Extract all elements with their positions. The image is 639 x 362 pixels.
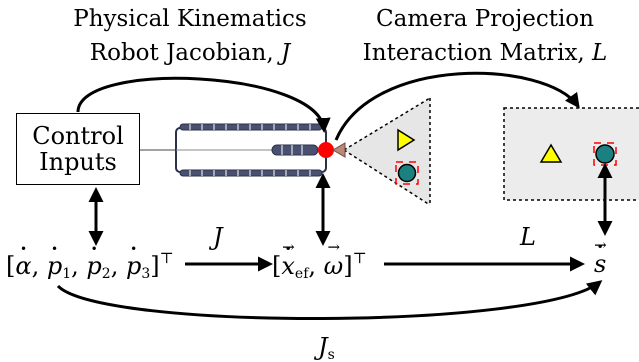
s-dot: s xyxy=(594,252,606,276)
label-Js-sub: s xyxy=(327,347,335,362)
control-inputs-line1: Control xyxy=(32,121,124,150)
p3-sub: 3 xyxy=(141,266,151,282)
joint-velocity-vector: [α, p1, p2, p3]⊤ xyxy=(6,249,174,282)
p1-dot: p xyxy=(47,254,62,278)
projection-symbol: L xyxy=(592,40,608,66)
joint-vector-open: [ xyxy=(6,252,16,280)
control-inputs-line2: Inputs xyxy=(39,148,117,176)
arrow-camera-to-image xyxy=(334,71,580,141)
label-L-text: L xyxy=(520,223,536,251)
kinematics-symbol: J xyxy=(280,40,291,66)
camera-fov xyxy=(344,98,430,205)
x-ef-sub: ef xyxy=(294,266,309,282)
triangle-feature-image xyxy=(539,143,563,163)
triangle-feature-icon xyxy=(397,128,416,152)
kinematics-title-text: Robot Jacobian, xyxy=(89,40,274,66)
label-J-text: J xyxy=(213,223,223,251)
joint-vector-close: ] xyxy=(150,252,160,280)
projection-title-line1: Camera Projection xyxy=(376,6,594,32)
arrow-Js xyxy=(56,280,603,321)
label-Js: Js xyxy=(318,335,335,362)
projection-title: Camera Projection Interaction Matrix, L xyxy=(340,8,630,65)
image-plane xyxy=(503,107,639,201)
effector-vector-open: [ xyxy=(272,252,282,280)
kinematics-title: Physical Kinematics Robot Jacobian, J xyxy=(40,8,340,65)
projection-title-text: Interaction Matrix, xyxy=(362,40,585,66)
circle-feature-image xyxy=(595,144,615,164)
fov-edge-top xyxy=(343,97,431,151)
control-inputs-box: Control Inputs xyxy=(16,113,140,185)
circle-feature-icon xyxy=(397,163,417,183)
label-L: L xyxy=(520,225,536,249)
joint-vector-transpose: ⊤ xyxy=(159,249,174,267)
feature-box-robot-view xyxy=(395,161,419,185)
effector-velocity-vector: [xef, ω]⊤ xyxy=(272,249,367,282)
alpha-dot: α xyxy=(15,254,31,278)
omega-vector: ω xyxy=(324,254,344,278)
camera-icon xyxy=(332,142,346,158)
kinematics-title-line2: Robot Jacobian, J xyxy=(40,42,340,65)
label-Js-text: J xyxy=(318,333,328,361)
label-J: J xyxy=(213,225,223,249)
p1-sub: 1 xyxy=(62,266,72,282)
p2-sub: 2 xyxy=(101,266,111,282)
fov-edge-bottom xyxy=(343,149,431,206)
arrow-control-to-robot xyxy=(76,76,331,133)
effector-vector-transpose: ⊤ xyxy=(352,249,367,267)
robot-arm-icon xyxy=(140,123,327,177)
effector-vector-close: ] xyxy=(343,252,353,280)
effector-point xyxy=(318,142,334,158)
p3-dot: p xyxy=(126,254,141,278)
feature-velocity: s xyxy=(594,252,606,276)
kinematics-title-line1: Physical Kinematics xyxy=(73,6,307,32)
projection-title-line2: Interaction Matrix, L xyxy=(340,42,630,65)
x-ef-dot: x xyxy=(281,254,295,278)
p2-dot: p xyxy=(86,254,101,278)
